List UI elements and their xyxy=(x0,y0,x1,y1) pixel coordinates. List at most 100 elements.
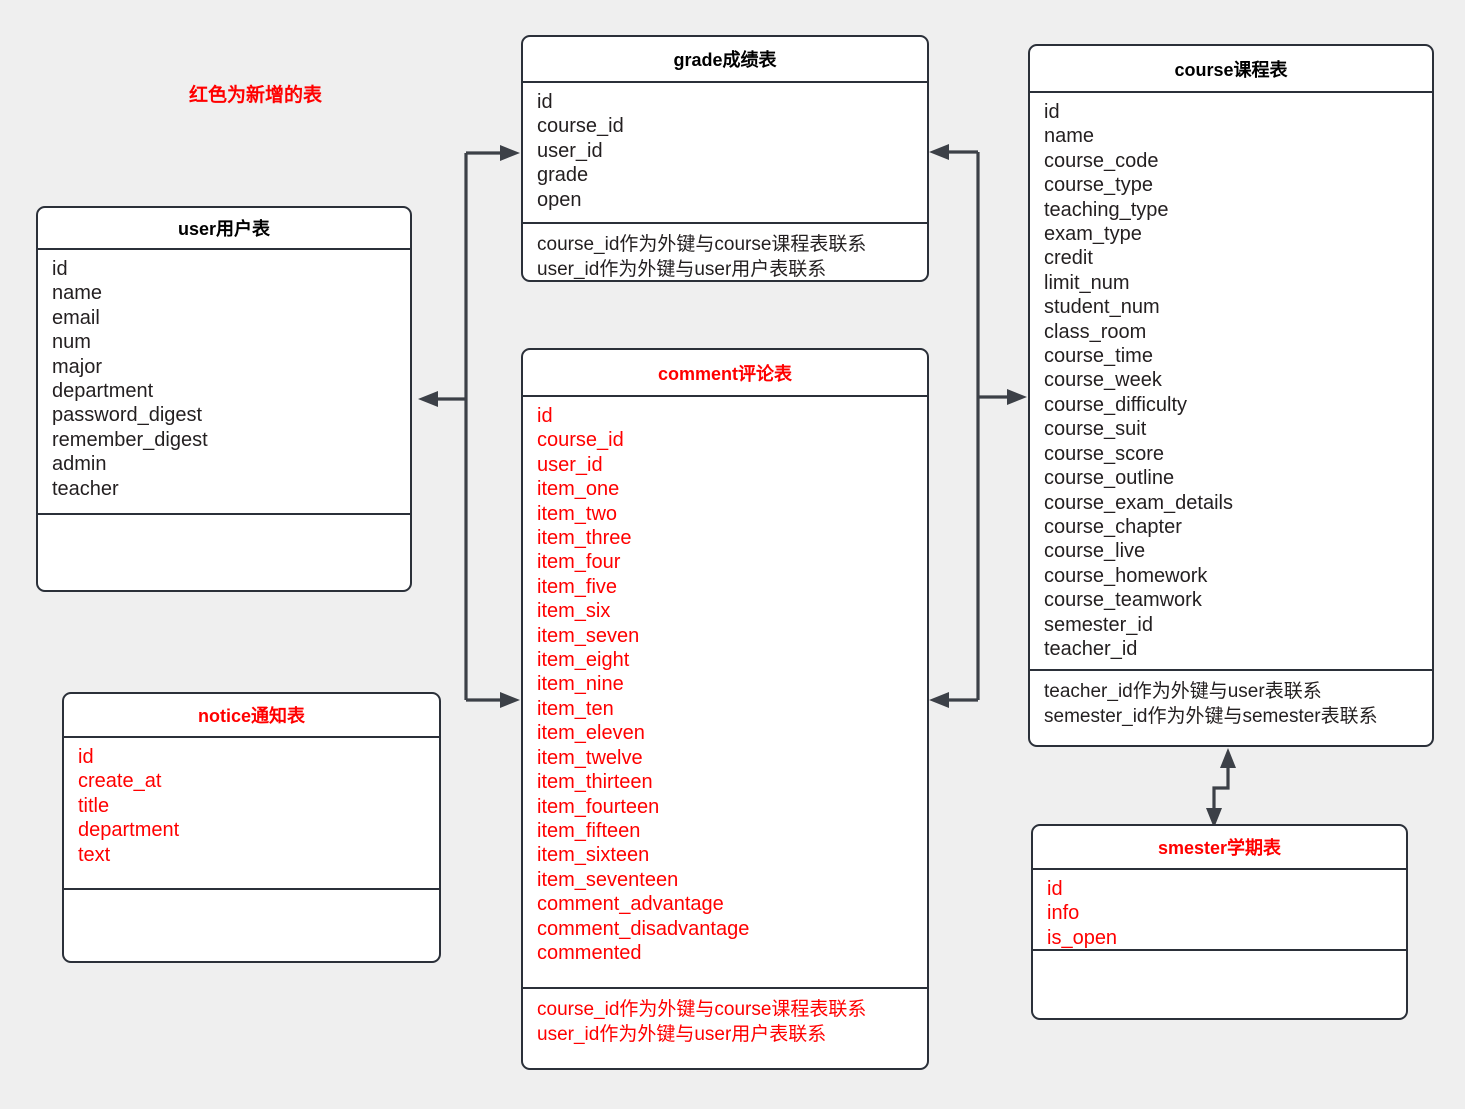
entity-comment[interactable]: comment评论表 id course_id user_id item_one… xyxy=(521,348,929,1070)
note: teacher_id作为外键与user表联系 xyxy=(1044,681,1322,702)
field: teacher_id xyxy=(1044,637,1138,660)
entity-semester-title: smester学期表 xyxy=(1033,826,1406,870)
field: item_nine xyxy=(537,673,624,696)
entity-grade-notes: course_id作为外键与course课程表联系 user_id作为外键与us… xyxy=(523,224,927,280)
field: info xyxy=(1047,902,1080,925)
field: comment_disadvantage xyxy=(537,917,750,940)
field: name xyxy=(1044,125,1095,148)
field: user_id xyxy=(537,453,603,476)
field: comment_advantage xyxy=(537,893,724,916)
entity-semester[interactable]: smester学期表 id info is_open xyxy=(1031,824,1408,1020)
arrow-into-comment-left xyxy=(500,692,520,708)
field: course_outline xyxy=(1044,467,1175,490)
field: id xyxy=(78,746,94,768)
field: item_ten xyxy=(537,697,614,720)
field: semester_id xyxy=(1044,613,1153,636)
field: remember_digest xyxy=(52,428,208,451)
field: is_open xyxy=(1047,926,1118,949)
field: course_chapter xyxy=(1044,515,1182,538)
legend-new-tables-note: 红色为新增的表 xyxy=(189,85,323,106)
field: item_five xyxy=(537,575,618,598)
field: course_week xyxy=(1044,369,1162,392)
entity-course-title: course课程表 xyxy=(1030,46,1432,93)
field: item_one xyxy=(537,478,620,501)
field: course_time xyxy=(1044,345,1153,368)
field: department xyxy=(52,380,154,403)
field: course_suit xyxy=(1044,418,1147,441)
field: num xyxy=(52,331,91,354)
field: course_teamwork xyxy=(1044,589,1202,612)
entity-user-notes xyxy=(38,515,410,531)
field: item_six xyxy=(537,600,611,623)
field: admin xyxy=(52,453,107,476)
field: teacher xyxy=(52,477,119,500)
field: id xyxy=(52,258,68,280)
note: semester_id作为外键与semester表联系 xyxy=(1044,706,1378,727)
field: exam_type xyxy=(1044,223,1142,246)
field: grade xyxy=(537,164,589,187)
entity-course-fields: id name course_code course_type teaching… xyxy=(1030,93,1432,671)
field: item_two xyxy=(537,502,618,525)
link-course-semester xyxy=(1212,762,1230,812)
entity-comment-notes: course_id作为外键与course课程表联系 user_id作为外键与us… xyxy=(523,989,927,1055)
field: course_homework xyxy=(1044,564,1208,587)
arrow-into-grade-right xyxy=(929,144,949,160)
field: item_thirteen xyxy=(537,771,653,794)
entity-user-fields: id name email num major department passw… xyxy=(38,250,410,515)
field: department xyxy=(78,819,180,842)
field: email xyxy=(52,306,100,329)
entity-grade-fields: id course_id user_id grade open xyxy=(523,83,927,224)
field: open xyxy=(537,188,582,211)
entity-semester-fields: id info is_open xyxy=(1033,870,1406,951)
field: id xyxy=(1047,878,1063,900)
arrow-into-user xyxy=(418,391,438,407)
entity-grade[interactable]: grade成绩表 id course_id user_id grade open… xyxy=(521,35,929,282)
arrow-into-comment-right xyxy=(929,692,949,708)
field: id xyxy=(537,405,553,427)
entity-course-notes: teacher_id作为外键与user表联系 semester_id作为外键与s… xyxy=(1030,671,1432,737)
field: credit xyxy=(1044,247,1093,270)
entity-notice-notes xyxy=(64,890,439,906)
entity-course[interactable]: course课程表 id name course_code course_typ… xyxy=(1028,44,1434,747)
entity-notice-fields: id create_at title department text xyxy=(64,738,439,890)
field: item_fourteen xyxy=(537,795,660,818)
field: course_live xyxy=(1044,540,1146,563)
note: course_id作为外键与course课程表联系 xyxy=(537,999,867,1020)
field: item_seven xyxy=(537,624,640,647)
field: course_id xyxy=(537,429,624,452)
field: text xyxy=(78,843,111,866)
field: student_num xyxy=(1044,296,1160,319)
entity-user[interactable]: user用户表 id name email num major departme… xyxy=(36,206,412,592)
entity-comment-fields: id course_id user_id item_one item_two i… xyxy=(523,397,927,989)
entity-user-title: user用户表 xyxy=(38,208,410,250)
entity-grade-title: grade成绩表 xyxy=(523,37,927,83)
field: id xyxy=(537,91,553,113)
field: course_type xyxy=(1044,174,1153,197)
field: title xyxy=(78,794,110,817)
entity-notice-title: notice通知表 xyxy=(64,694,439,738)
field: id xyxy=(1044,101,1060,123)
field: item_three xyxy=(537,527,632,550)
field: name xyxy=(52,282,103,305)
field: major xyxy=(52,355,103,378)
arrow-into-course-bottom xyxy=(1220,748,1236,768)
field: class_room xyxy=(1044,320,1147,343)
field: item_four xyxy=(537,551,621,574)
entity-semester-notes xyxy=(1033,951,1406,967)
field: item_eight xyxy=(537,649,630,672)
field: course_exam_details xyxy=(1044,491,1233,514)
field: course_score xyxy=(1044,442,1165,465)
field: course_code xyxy=(1044,149,1159,172)
field: item_sixteen xyxy=(537,844,650,867)
field: limit_num xyxy=(1044,271,1130,294)
field: user_id xyxy=(537,139,603,162)
field: item_eleven xyxy=(537,722,645,745)
entity-notice[interactable]: notice通知表 id create_at title department … xyxy=(62,692,441,963)
field: course_id xyxy=(537,115,624,138)
field: item_fifteen xyxy=(537,819,641,842)
note: course_id作为外键与course课程表联系 xyxy=(537,234,867,255)
field: create_at xyxy=(78,770,162,793)
entity-comment-title: comment评论表 xyxy=(523,350,927,397)
field: course_difficulty xyxy=(1044,393,1188,416)
